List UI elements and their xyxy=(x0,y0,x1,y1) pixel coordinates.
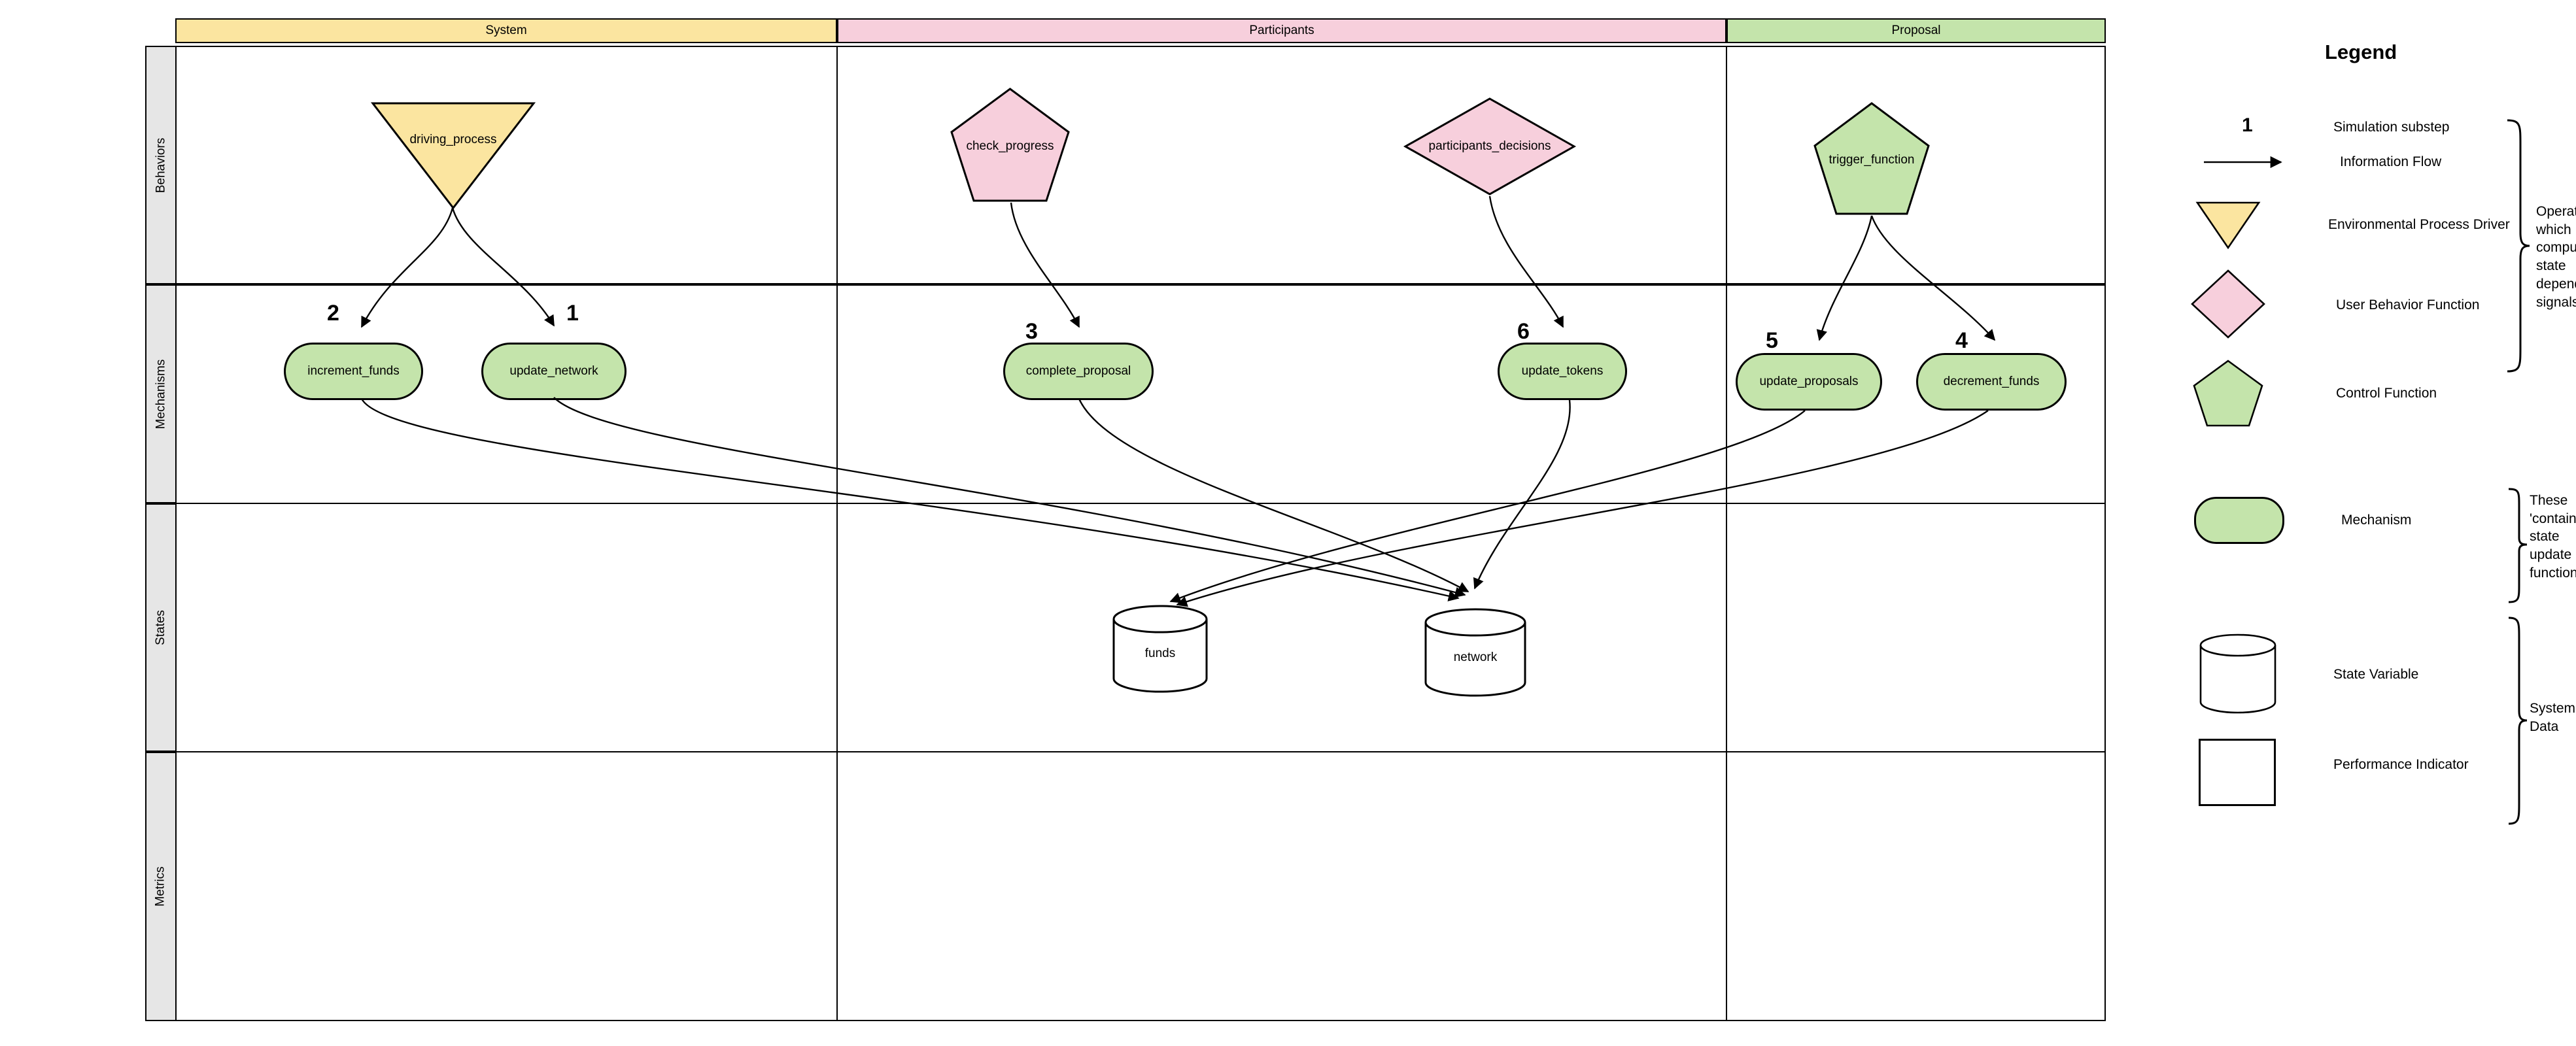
edge-participants_decisions-update_tokens xyxy=(1488,195,1564,328)
diamond-shape xyxy=(1403,97,1577,195)
substep-number-decrement_funds: 4 xyxy=(1955,328,1968,353)
lane-divider-participants-proposal xyxy=(1726,46,1727,1021)
legend-label-control-function: Control Function xyxy=(2336,386,2437,401)
row-divider-mechanisms-states xyxy=(175,503,2106,504)
legend-bracket-operators-icon xyxy=(2507,119,2530,373)
lane-divider-system-participants xyxy=(836,46,838,1021)
legend-label-simulation-substep: Simulation substep xyxy=(2333,120,2450,135)
edge-decrement_funds-funds xyxy=(1176,410,1989,607)
legend-bracket-text-operators: Operators which computes state dependent… xyxy=(2536,203,2576,311)
legend-label-user-behavior-function: User Behavior Function xyxy=(2336,297,2480,312)
legend-bracket-system-data-icon xyxy=(2508,616,2528,825)
legend-label-information-flow: Information Flow xyxy=(2340,154,2442,169)
legend-bracket-label: System Data xyxy=(2530,701,2576,734)
lane-header-participants: Participants xyxy=(837,18,1726,43)
edge-complete_proposal-network xyxy=(1078,398,1469,593)
lane-header-label: System xyxy=(485,24,527,37)
legend-title: Legend xyxy=(2325,41,2397,63)
cylinder-shape xyxy=(1424,608,1526,697)
legend-icon-pentagon-shape xyxy=(2193,360,2263,427)
edge-driving_process-increment_funds xyxy=(360,207,454,328)
triangle-down-shape xyxy=(370,102,536,210)
legend-icon-arrow-right-icon xyxy=(2204,156,2282,169)
row-label-mechanisms: Mechanisms xyxy=(145,284,177,503)
row-divider-behaviors-mechanisms xyxy=(175,283,2106,286)
legend-bracket-label: These 'contain' state update functions xyxy=(2530,493,2576,581)
legend-label-state-variable: State Variable xyxy=(2333,667,2419,682)
lane-header-system: System xyxy=(175,18,837,43)
substep-number-update_tokens: 6 xyxy=(1517,319,1530,344)
edge-update_tokens-network xyxy=(1473,399,1571,590)
legend-icon-cylinder-shape xyxy=(2199,633,2276,714)
edge-update_network-network xyxy=(553,397,1466,598)
substep-number-update_network: 1 xyxy=(566,301,579,326)
legend-icon-rounded-rect-shape xyxy=(2194,497,2284,544)
edge-update_proposals-funds xyxy=(1169,410,1806,603)
legend-panel: Legend 1 Simulation substep Information … xyxy=(2158,26,2576,825)
legend-bracket-mechanism-icon xyxy=(2508,488,2528,603)
substep-number-complete_proposal: 3 xyxy=(1025,319,1038,344)
lane-header-label: Proposal xyxy=(1891,24,1941,37)
substep-number-update_proposals: 5 xyxy=(1766,328,1778,353)
legend-bracket-text-mechanism: These 'contain' state update functions xyxy=(2530,492,2576,582)
legend-icon-diamond-shape xyxy=(2191,269,2265,339)
lane-header-proposal: Proposal xyxy=(1726,18,2106,43)
legend-label-environmental-process-driver: Environmental Process Driver xyxy=(2328,217,2510,232)
legend-icon-substep-number: 1 xyxy=(2242,114,2253,136)
pentagon-shape xyxy=(1813,102,1930,215)
edge-trigger_function-decrement_funds xyxy=(1870,215,1996,341)
edge-driving_process-update_network xyxy=(451,207,555,327)
pentagon-shape xyxy=(950,88,1070,202)
legend-bracket-text-system-data: System Data xyxy=(2530,700,2575,735)
edge-trigger_function-update_proposals xyxy=(1816,215,1873,341)
legend-bracket-label: Operators which computes state dependent… xyxy=(2536,204,2576,310)
edge-increment_funds-network xyxy=(360,398,1460,601)
legend-label-performance-indicator: Performance Indicator xyxy=(2333,757,2469,772)
row-divider-states-metrics xyxy=(175,751,2106,752)
legend-icon-triangle-down-shape xyxy=(2195,201,2261,250)
diagram-grid-frame xyxy=(175,46,2106,1021)
state-node-network[interactable]: network xyxy=(1424,608,1527,698)
legend-icon-rectangle-shape xyxy=(2199,739,2276,806)
edge-check_progress-complete_proposal xyxy=(1010,202,1080,328)
legend-label-mechanism: Mechanism xyxy=(2341,513,2412,528)
lane-header-label: Participants xyxy=(1249,24,1314,37)
cylinder-shape xyxy=(1112,605,1208,693)
substep-number-increment_funds: 2 xyxy=(327,301,339,326)
